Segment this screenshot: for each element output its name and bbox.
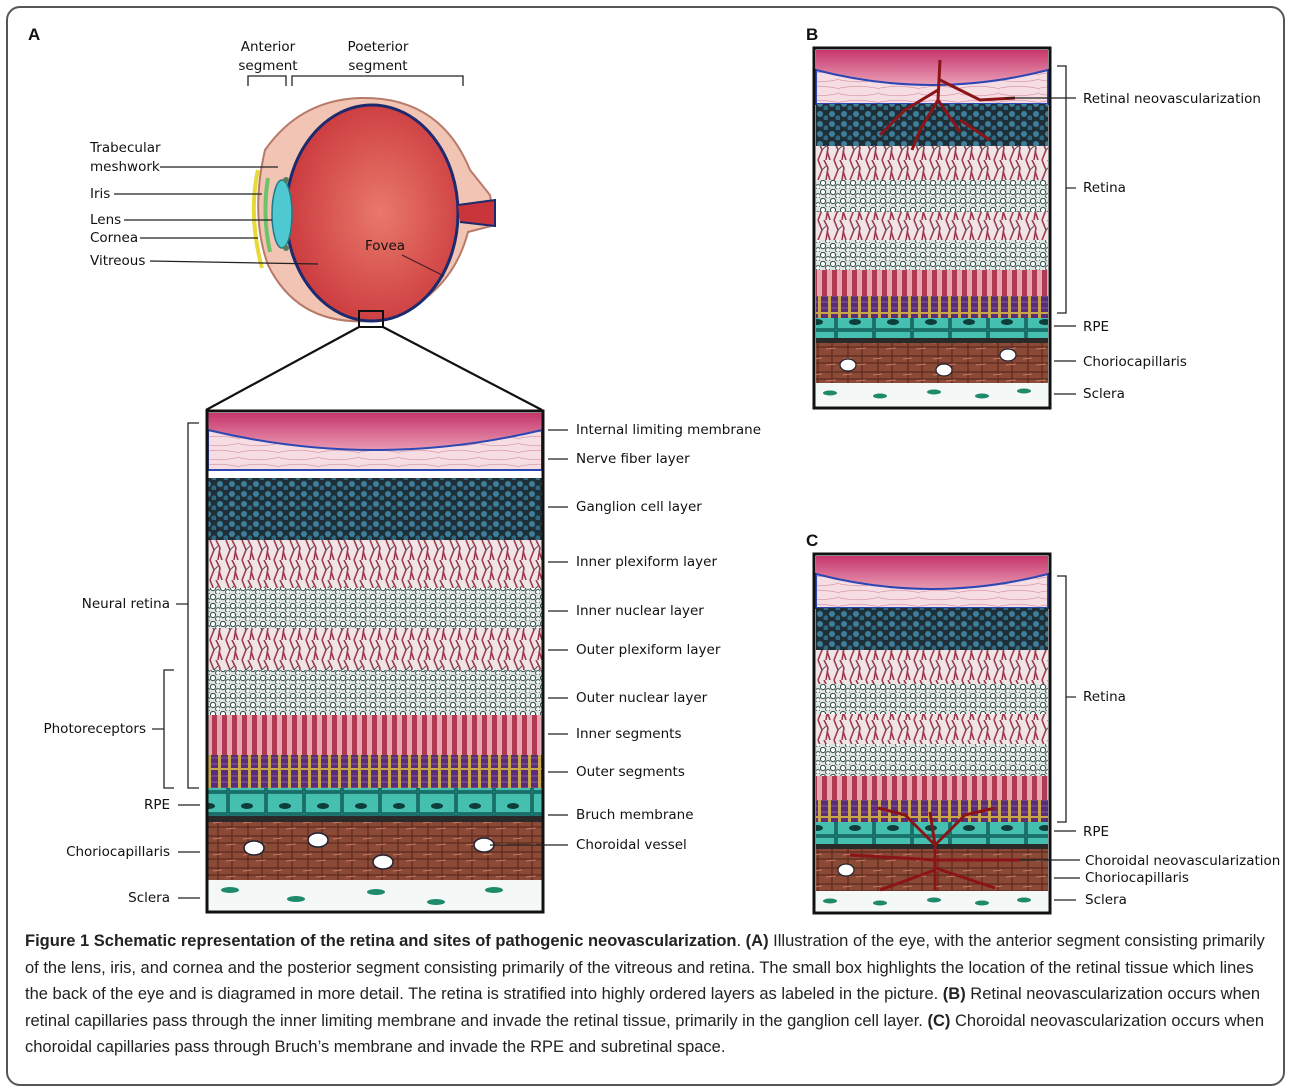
label-rpe-a: RPE [144, 797, 170, 813]
retina-layers-a [207, 411, 543, 912]
label-retina-b: Retina [1083, 180, 1126, 196]
caption-b-tag: (B) [943, 985, 966, 1003]
anterior-segment-label-1: Anterior [241, 39, 296, 55]
retina-layers-b [814, 48, 1050, 408]
panel-b-letter: B [806, 25, 818, 44]
iris-label: Iris [90, 186, 110, 202]
label-retina-c: Retina [1083, 689, 1126, 705]
caption-a-tag: (A) [746, 932, 769, 950]
label-inner-nuclear-layer: Inner nuclear layer [576, 603, 704, 619]
label-outer-nuclear-layer: Outer nuclear layer [576, 690, 708, 706]
label-sclera-a: Sclera [128, 890, 170, 906]
label-ganglion-cell-layer: Ganglion cell layer [576, 499, 702, 515]
cornea-label: Cornea [90, 230, 138, 246]
label-choriocapillaris-a: Choriocapillaris [66, 844, 170, 860]
label-nerve-fiber-layer: Nerve fiber layer [576, 451, 690, 467]
label-retinal-neovascularization: Retinal neovascularization [1083, 91, 1261, 107]
posterior-segment-label-2: segment [348, 58, 407, 74]
eye-illustration [254, 98, 495, 327]
trabecular-label-1: Trabecular [89, 140, 161, 156]
fovea-label: Fovea [365, 238, 405, 254]
label-sclera-c: Sclera [1085, 892, 1127, 908]
posterior-segment-label-1: Poeterior [348, 39, 409, 55]
panel-c-letter: C [806, 531, 818, 550]
label-choriocapillaris-b: Choriocapillaris [1083, 354, 1187, 370]
panel-a-letter: A [28, 25, 40, 44]
label-sclera-b: Sclera [1083, 386, 1125, 402]
caption-c-tag: (C) [927, 1012, 950, 1030]
vitreous-label: Vitreous [90, 253, 145, 269]
label-bruch-membrane: Bruch membrane [576, 807, 694, 823]
lens-label: Lens [90, 212, 121, 228]
figure-caption: Figure 1 Schematic representation of the… [25, 928, 1280, 1061]
label-rpe-b: RPE [1083, 319, 1109, 335]
retina-layers-c [814, 554, 1050, 913]
figure-illustration: A Anterior segment Poeterior segment Fov… [0, 0, 1293, 920]
label-rpe-c: RPE [1083, 824, 1109, 840]
label-neural-retina: Neural retina [82, 596, 170, 612]
label-choroidal-vessel: Choroidal vessel [576, 837, 687, 853]
label-inner-plexiform-layer: Inner plexiform layer [576, 554, 717, 570]
label-outer-plexiform-layer: Outer plexiform layer [576, 642, 721, 658]
label-choroidal-neovascularization: Choroidal neovascularization [1085, 853, 1280, 869]
anterior-bracket [248, 76, 286, 86]
panel-c-labels: Retina RPE Choroidal neovascularization … [1020, 576, 1280, 908]
anterior-segment-label-2: segment [238, 58, 297, 74]
label-outer-segments: Outer segments [576, 764, 685, 780]
label-inner-segments: Inner segments [576, 726, 682, 742]
trabecular-label-2: meshwork [90, 159, 160, 175]
caption-title: Figure 1 Schematic representation of the… [25, 932, 737, 950]
posterior-bracket [292, 76, 463, 86]
label-choriocapillaris-c: Choriocapillaris [1085, 870, 1189, 886]
label-photoreceptors: Photoreceptors [43, 721, 146, 737]
panel-a-left-labels: Neural retina Photoreceptors RPE Chorioc… [43, 423, 200, 906]
label-internal-limiting-membrane: Internal limiting membrane [576, 422, 761, 438]
